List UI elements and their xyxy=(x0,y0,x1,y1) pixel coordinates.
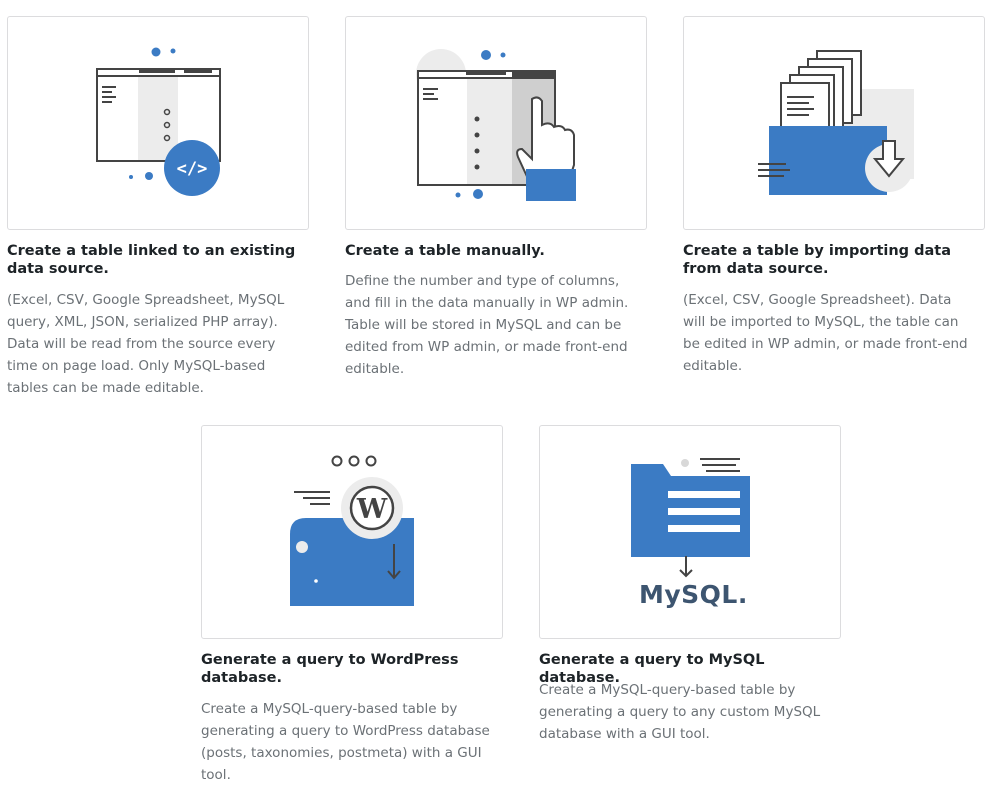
mysql-logo: MySQL. xyxy=(639,580,748,609)
card-image[interactable]: </> xyxy=(7,16,309,230)
card-title: Create a table manually. xyxy=(345,243,545,259)
svg-text:</>: </> xyxy=(177,159,208,179)
card-title: Generate a query to WordPress database. xyxy=(201,652,459,686)
card-image[interactable] xyxy=(345,16,647,230)
card-image[interactable]: MySQL. xyxy=(539,425,841,639)
import-data-illustration xyxy=(758,50,914,195)
card-description: Create a MySQL-query-based table by gene… xyxy=(539,682,821,742)
card-description: (Excel, CSV, Google Spreadsheet). Data w… xyxy=(683,292,968,374)
manual-table-illustration xyxy=(416,49,576,201)
linked-data-source-illustration: </> xyxy=(96,47,221,196)
card-description: (Excel, CSV, Google Spreadsheet, MySQL q… xyxy=(7,292,285,396)
wordpress-query-illustration: W xyxy=(290,455,414,606)
card-image[interactable]: W xyxy=(201,425,503,639)
mysql-query-illustration xyxy=(631,458,750,578)
card-description: Create a MySQL-query-based table by gene… xyxy=(201,701,490,783)
card-title: Generate a query to MySQL database. xyxy=(539,652,765,686)
card-title: Create a table linked to an existing dat… xyxy=(7,243,296,277)
card-description: Define the number and type of columns, a… xyxy=(345,273,629,377)
card-title: Create a table by importing data from da… xyxy=(683,243,951,277)
svg-text:W: W xyxy=(356,494,388,525)
card-image[interactable] xyxy=(683,16,985,230)
